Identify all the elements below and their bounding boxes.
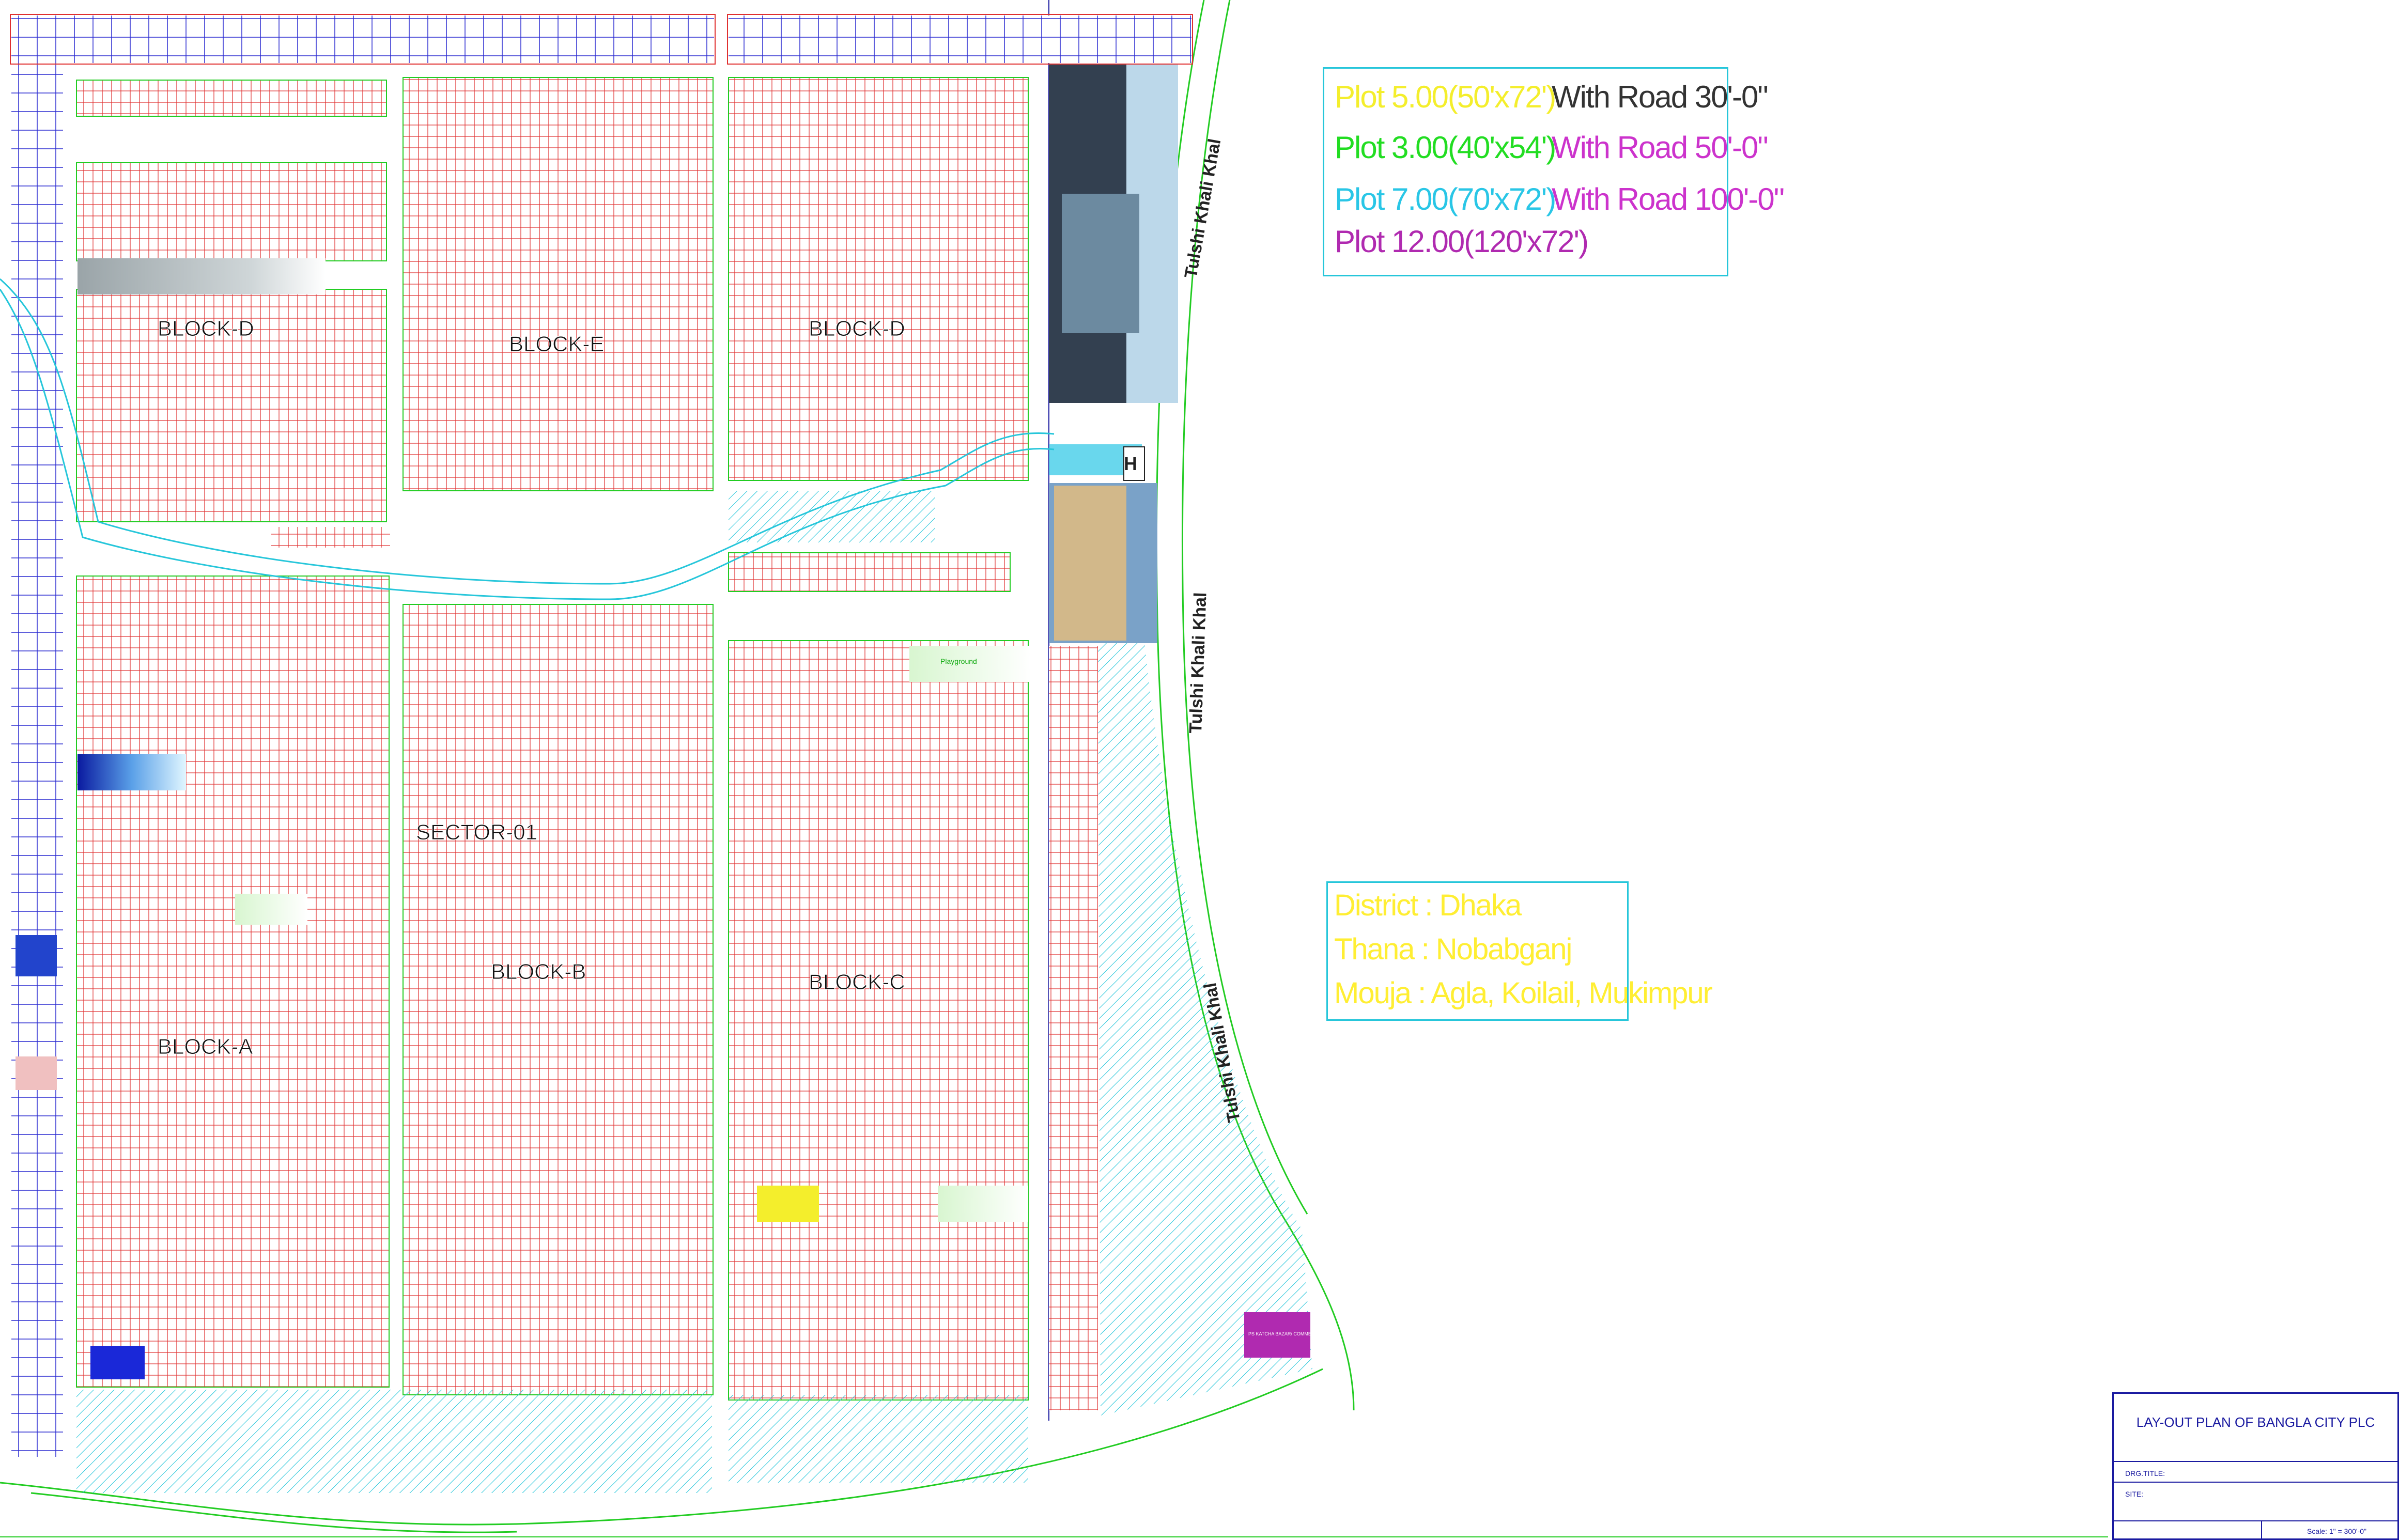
sector-label: SECTOR-01 (416, 820, 537, 844)
legend-road-30: With Road 30'-0" (1552, 80, 1769, 114)
block-d-left-label: BLOCK-D (158, 316, 254, 340)
thana-text: Thana : Nobabganj (1334, 932, 1572, 966)
top-grid-left (11, 15, 714, 63)
river-label-top: Tulshi Khali Khal (1181, 137, 1225, 280)
amenities (16, 65, 1310, 1379)
legend-plot-5: Plot 5.00(50'x72') (1335, 80, 1556, 114)
site-row: SITE: (2114, 1482, 2397, 1513)
block-a-label: BLOCK-A (158, 1034, 253, 1059)
legend-plot-7: Plot 7.00(70'x72') (1335, 182, 1556, 216)
plot-legend: Plot 5.00(50'x72') Plot 3.00(40'x54') Pl… (1323, 67, 1785, 276)
block-c-label: BLOCK-C (809, 970, 905, 994)
district-text: District : Dhaka (1334, 889, 1522, 922)
canal (0, 278, 1055, 600)
water-areas (76, 444, 1312, 1493)
block-b-label: BLOCK-B (491, 959, 586, 984)
plot-blocks (76, 77, 1098, 1410)
top-grid-right (729, 15, 1191, 63)
drg-title-row: DRG.TITLE: (2114, 1461, 2397, 1492)
legend-plot-3: Plot 3.00(40'x54') (1335, 130, 1556, 165)
location-info: District : Dhaka Thana : Nobabganj Mouja… (1326, 881, 1713, 1021)
playground-label: Playground (940, 657, 977, 665)
title-block: LAY-OUT PLAN OF BANGLA CITY PLC DRG.TITL… (2112, 1392, 2399, 1540)
drawing-title: LAY-OUT PLAN OF BANGLA CITY PLC (2136, 1414, 2375, 1430)
helipad-label: H (1124, 453, 1137, 474)
block-e-label: BLOCK-E (509, 332, 604, 356)
scale-text: Scale: 1" = 300'-0" (2307, 1527, 2366, 1535)
legend-road-50: With Road 50'-0" (1552, 130, 1769, 165)
river-label-mid: Tulshi Khali Khal (1186, 592, 1211, 734)
left-grid (11, 62, 63, 1457)
legend-plot-12: Plot 12.00(120'x72') (1335, 224, 1589, 259)
mouja-text: Mouja : Agla, Koilail, Mukimpur (1334, 976, 1713, 1010)
block-d-right-label: BLOCK-D (809, 316, 905, 340)
legend-road-100: With Road 100'-0" (1552, 182, 1785, 216)
commercial-label: PS KATCHA BAZAR/ COMMERCIAL (1248, 1331, 1325, 1336)
